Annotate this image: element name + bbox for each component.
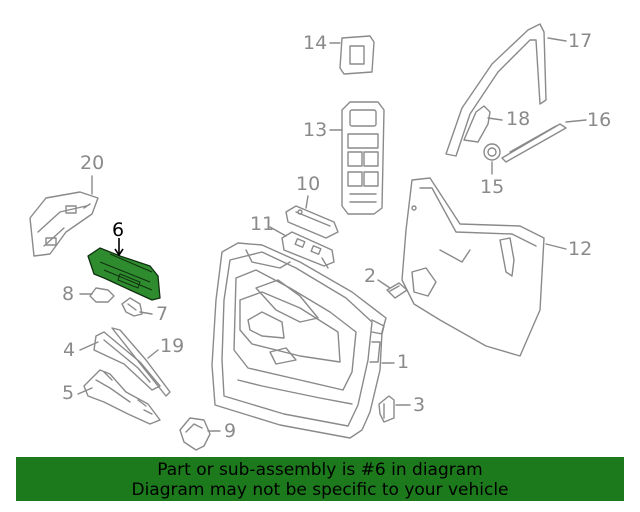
callout-5: 5 xyxy=(62,382,75,404)
seal-strip-part-16 xyxy=(501,123,567,163)
door-panel-exploded-diagram xyxy=(29,23,587,451)
callout-16: 16 xyxy=(587,109,612,131)
bracket-part-3 xyxy=(378,395,395,423)
callout-12: 12 xyxy=(568,238,593,260)
banner-part-line: Part or sub-assembly is #6 in diagram xyxy=(157,460,483,480)
callout-11: 11 xyxy=(250,213,275,235)
window-trim-part-17 xyxy=(445,23,547,157)
switch-part-10 xyxy=(285,205,339,239)
callout-1: 1 xyxy=(397,351,410,373)
callout-14: 14 xyxy=(303,32,328,54)
insert-part-8 xyxy=(89,287,115,303)
callout-9: 9 xyxy=(224,420,237,442)
window-switch-panel-part-13 xyxy=(341,101,385,215)
callout-20: 20 xyxy=(80,152,105,174)
switch-part-11 xyxy=(281,231,335,269)
callout-7: 7 xyxy=(156,303,169,325)
callout-18: 18 xyxy=(506,108,531,130)
callout-8: 8 xyxy=(62,283,75,305)
callout-6: 6 xyxy=(112,219,125,241)
callout-15: 15 xyxy=(480,176,505,198)
banner-disclaimer-line: Diagram may not be specific to your vehi… xyxy=(131,480,509,500)
callout-3: 3 xyxy=(413,394,426,416)
callout-13: 13 xyxy=(303,119,328,141)
trim-strip-part-4 xyxy=(93,331,161,391)
switch-cover-part-14 xyxy=(339,35,375,75)
cover-part-9 xyxy=(179,417,211,451)
callout-17: 17 xyxy=(568,30,593,52)
bracket-part-20 xyxy=(29,191,99,257)
trim-piece-part-18 xyxy=(463,105,491,143)
callout-19: 19 xyxy=(160,335,185,357)
trim-insert-part-19 xyxy=(111,327,171,397)
door-panel-inner-part-12 xyxy=(401,177,545,357)
part-info-banner: Part or sub-assembly is #6 in diagram Di… xyxy=(16,457,624,501)
door-trim-panel-part-1 xyxy=(211,242,387,439)
clip-part-7 xyxy=(121,297,143,317)
leader-lines xyxy=(77,37,587,432)
grommet-part-15 xyxy=(483,143,501,161)
callout-4: 4 xyxy=(63,339,76,361)
lower-trim-part-5 xyxy=(83,369,161,425)
highlighted-part-6 xyxy=(87,238,161,301)
callout-10: 10 xyxy=(296,173,321,195)
callout-2: 2 xyxy=(364,265,377,287)
